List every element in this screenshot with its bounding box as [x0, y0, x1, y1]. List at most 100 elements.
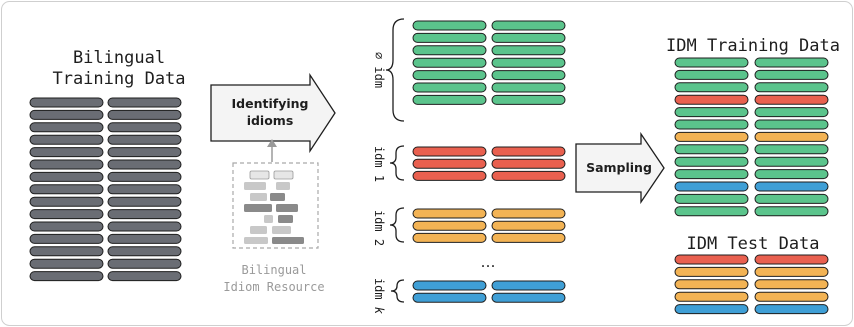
- idm-training-row-target: [754, 193, 829, 204]
- idm-training-row-target: [754, 144, 829, 155]
- resource-block: [244, 182, 266, 190]
- resource-block: [244, 204, 272, 212]
- resource-block: [272, 226, 291, 234]
- training-row-source: [29, 233, 104, 244]
- idiom-row-source: [412, 158, 487, 169]
- idm-test-row-source: [674, 291, 749, 302]
- training-row-source: [29, 159, 104, 170]
- idm-test-row-target: [754, 254, 829, 265]
- group-label-idiom-2: idm 2: [372, 210, 386, 246]
- training-row-target: [107, 159, 182, 170]
- idiom-row-source: [412, 280, 487, 291]
- training-row-target: [107, 209, 182, 220]
- training-row-source: [29, 147, 104, 158]
- resource-label-line1: Bilingual: [241, 263, 306, 277]
- brace-idiom-2: [389, 207, 405, 243]
- idm-test-row-target: [754, 291, 829, 302]
- idiom-row-source: [412, 94, 487, 105]
- idiom-row-source: [412, 292, 487, 303]
- idiom-row-target: [491, 146, 566, 157]
- idiom-row-target: [491, 20, 566, 31]
- idiom-2-rows: [412, 208, 566, 243]
- training-row-target: [107, 109, 182, 120]
- idm-test-row-source: [674, 266, 749, 277]
- bilingual-title-line2: Training Data: [52, 69, 185, 89]
- idm-training-row-target: [754, 57, 829, 68]
- resource-block: [278, 215, 293, 223]
- idm-training-row-target: [754, 107, 829, 118]
- training-row-source: [29, 258, 104, 269]
- idm-test-row-source: [674, 279, 749, 290]
- idm-training-row-source: [674, 206, 749, 217]
- training-row-source: [29, 271, 104, 282]
- idm-training-row-source: [674, 131, 749, 142]
- idm-training-rows: [674, 57, 829, 217]
- training-row-source: [29, 246, 104, 257]
- training-row-target: [107, 258, 182, 269]
- idiom-row-target: [491, 57, 566, 68]
- idiom-row-target: [491, 94, 566, 105]
- identifying-label-line2: idioms: [247, 113, 294, 128]
- resource-label-line2: Idiom Resource: [223, 280, 324, 294]
- idiom-resource-box: [232, 162, 319, 249]
- training-row-target: [107, 221, 182, 232]
- idm-training-row-source: [674, 181, 749, 192]
- idm-training-row-target: [754, 181, 829, 192]
- group-label-idiom-1: idm 1: [372, 146, 386, 182]
- idm-training-row-source: [674, 119, 749, 130]
- training-row-source: [29, 184, 104, 195]
- idiom-row-source: [412, 70, 487, 81]
- ellipsis: …: [481, 253, 496, 271]
- training-row-target: [107, 147, 182, 158]
- idiom-row-source: [412, 32, 487, 43]
- idiom-row-source: [412, 208, 487, 219]
- idm-training-row-target: [754, 131, 829, 142]
- idm-training-row-target: [754, 206, 829, 217]
- identifying-arrow: [210, 72, 336, 154]
- idiom-row-source: [412, 57, 487, 68]
- idiom-row-source: [412, 170, 487, 181]
- idm-test-row-target: [754, 266, 829, 277]
- idm-test-rows: [674, 254, 829, 315]
- training-row-target: [107, 196, 182, 207]
- zero-idiom-rows: [412, 20, 566, 105]
- idiom-row-source: [412, 220, 487, 231]
- idm-training-row-target: [754, 119, 829, 130]
- idiom-row-target: [491, 292, 566, 303]
- idiom-row-source: [412, 82, 487, 93]
- idiom-k-rows: [412, 280, 566, 303]
- idm-training-row-source: [674, 169, 749, 180]
- idm-training-row-source: [674, 82, 749, 93]
- group-label-idiom-k-var: k: [372, 307, 386, 315]
- training-row-source: [29, 97, 104, 108]
- idm-training-row-source: [674, 94, 749, 105]
- idiom-row-target: [491, 232, 566, 243]
- idiom-row-source: [412, 20, 487, 31]
- training-row-source: [29, 196, 104, 207]
- training-row-target: [107, 134, 182, 145]
- brace-idiom-k: [390, 279, 405, 303]
- resource-block: [272, 237, 304, 244]
- idiom-row-source: [412, 232, 487, 243]
- training-row-source: [29, 134, 104, 145]
- idm-test-row-source: [674, 304, 749, 315]
- training-row-target: [107, 171, 182, 182]
- sampling-label: Sampling: [586, 160, 652, 175]
- group-label-idiom-k: idm k: [372, 278, 386, 315]
- idiom-row-target: [491, 280, 566, 291]
- idiom-row-target: [491, 208, 566, 219]
- idiom-row-source: [412, 146, 487, 157]
- sampling-arrow: [575, 131, 665, 205]
- idiom-row-target: [491, 70, 566, 81]
- idm-training-title: IDM Training Data: [666, 36, 840, 56]
- group-label-idiom-k-prefix: idm: [372, 278, 386, 307]
- resource-block: [264, 215, 273, 223]
- bilingual-title-line1: Bilingual: [73, 48, 165, 68]
- idm-training-row-target: [754, 82, 829, 93]
- resource-block: [273, 170, 294, 180]
- resource-block: [270, 193, 285, 201]
- idiom-row-target: [491, 32, 566, 43]
- training-row-target: [107, 97, 182, 108]
- idm-training-row-source: [674, 69, 749, 80]
